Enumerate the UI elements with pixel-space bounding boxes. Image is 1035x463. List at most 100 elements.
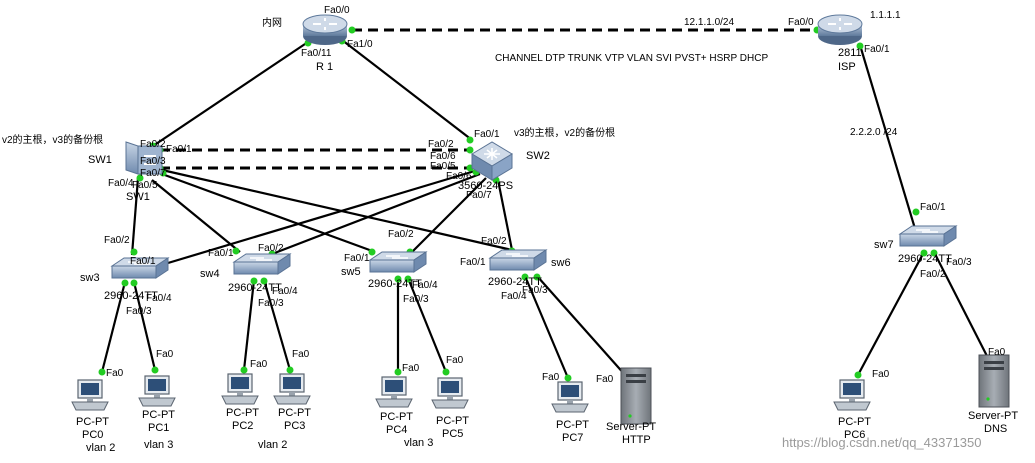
pc-icon	[551, 381, 589, 413]
vlan-label-pc1: vlan 3	[144, 439, 173, 451]
port-label: Fa0/0	[324, 5, 350, 16]
port-status-dot	[130, 279, 138, 287]
switch-sw6[interactable]	[488, 249, 548, 271]
switch-icon	[898, 225, 958, 247]
server-http[interactable]	[620, 367, 652, 425]
port-status-dot	[136, 174, 144, 182]
link-sw7-dns[interactable]	[933, 251, 989, 359]
port-label: Fa0/7	[140, 168, 166, 179]
port-status-dot	[240, 366, 248, 374]
switch-sw7[interactable]	[898, 225, 958, 247]
link-sw4-pc2[interactable]	[242, 279, 256, 371]
port-status-dot	[920, 249, 928, 257]
router-icon	[817, 14, 863, 45]
link-isp-sw7[interactable]	[858, 44, 918, 233]
pc0-name-label: PC0	[82, 429, 103, 441]
link-sw6-http[interactable]	[536, 275, 627, 377]
vlan-label-pc4-pc5: vlan 3	[404, 437, 433, 449]
link-sw1-sw5[interactable]	[161, 172, 376, 254]
link-sw2-sw6[interactable]	[496, 179, 514, 251]
link-r1-sw1[interactable]	[149, 41, 309, 149]
pc-pc2[interactable]	[221, 373, 259, 405]
port-status-dot	[394, 275, 402, 283]
port-label: Fa0/2	[428, 139, 454, 150]
switch-sw3[interactable]	[110, 257, 170, 279]
port-status-dot	[466, 146, 474, 154]
router-icon	[302, 14, 348, 45]
router-isp[interactable]	[817, 14, 863, 45]
switch-sw3-label: sw3	[80, 272, 100, 284]
switch-sw3-model-label: 2960-24TT	[104, 290, 158, 302]
link-sw5-pc5[interactable]	[406, 277, 448, 373]
switch-sw7-model-label: 2960-24TT	[898, 253, 952, 265]
port-label: Fa0/4	[272, 286, 298, 297]
switch-icon	[110, 257, 170, 279]
port-status-dot	[260, 277, 268, 285]
inner-network-label: 内网	[262, 16, 282, 29]
pc-pc6[interactable]	[833, 379, 871, 411]
link-sw3-pc1[interactable]	[132, 281, 157, 371]
router-r1-label: R 1	[316, 61, 333, 73]
server-dns-name-label: DNS	[984, 423, 1007, 435]
port-label: Fa0/6	[446, 171, 472, 182]
port-label: Fa0/4	[146, 293, 172, 304]
port-status-dot	[930, 249, 938, 257]
port-label: Fa0/1	[208, 248, 234, 259]
links	[100, 28, 989, 379]
switch-sw5[interactable]	[368, 251, 428, 273]
switch-sw2-label: SW2	[526, 150, 550, 162]
switch-sw7-label: sw7	[874, 239, 894, 251]
multilayer-switch-icon	[471, 141, 513, 181]
server-dns-type-label: Server-PT	[968, 410, 1018, 422]
link-sw1-sw4[interactable]	[151, 179, 241, 253]
port-status-dot	[521, 273, 529, 281]
port-label: Fa0/3	[140, 156, 166, 167]
router-r1[interactable]	[302, 14, 348, 45]
link-sw7-pc6[interactable]	[857, 251, 925, 376]
lan-network-label: 2.2.2.0 /24	[850, 127, 898, 138]
notes: 内网 1.1.1.1 12.1.1.0/24 2.2.2.0 /24 CHANN…	[2, 10, 982, 450]
pc-icon	[71, 379, 109, 411]
link-r1-sw2[interactable]	[341, 39, 473, 141]
pc4-type-label: PC-PT	[380, 411, 413, 423]
port-label: Fa0/3	[403, 294, 429, 305]
server-dns[interactable]	[978, 354, 1010, 408]
pc6-name-label: PC6	[844, 429, 865, 441]
pc-pc5[interactable]	[431, 377, 469, 409]
switch-sw4[interactable]	[232, 253, 292, 275]
port-label: Fa0/1	[130, 256, 156, 267]
link-sw1-sw6[interactable]	[161, 168, 513, 252]
pc3-type-label: PC-PT	[278, 407, 311, 419]
pc-pc1[interactable]	[138, 375, 176, 407]
port-status-dot	[564, 374, 572, 382]
port-status-dot	[348, 26, 356, 34]
link-sw4-pc3[interactable]	[262, 279, 292, 371]
port-label: Fa0/3	[258, 298, 284, 309]
server-http-name-label: HTTP	[622, 434, 651, 446]
link-sw1-sw3[interactable]	[130, 177, 140, 256]
pc-pc7[interactable]	[551, 381, 589, 413]
pc-icon	[273, 373, 311, 405]
port-label: Fa0/1	[920, 202, 946, 213]
port-label: Fa0/1	[166, 144, 192, 155]
wan-network-label: 12.1.1.0/24	[684, 17, 734, 28]
switch-sw1[interactable]	[125, 141, 163, 175]
pc-pc3[interactable]	[273, 373, 311, 405]
port-status-dot	[404, 275, 412, 283]
pc-icon	[375, 376, 413, 408]
pc-pc4[interactable]	[375, 376, 413, 408]
link-sw2-sw5[interactable]	[411, 177, 487, 253]
link-sw6-pc7[interactable]	[523, 275, 570, 379]
pc1-name-label: PC1	[148, 422, 169, 434]
port-label: Fa0/3	[946, 257, 972, 268]
link-sw3-pc0[interactable]	[100, 281, 127, 373]
pc2-name-label: PC2	[232, 420, 253, 432]
port-status-dot	[98, 368, 106, 376]
switch-sw2[interactable]	[471, 141, 513, 181]
pc-icon	[431, 377, 469, 409]
pc-pc0[interactable]	[71, 379, 109, 411]
link-sw2-sw3[interactable]	[157, 168, 479, 268]
port-label: Fa0	[446, 355, 464, 366]
port-label: Fa0	[156, 349, 174, 360]
link-sw2-sw4[interactable]	[271, 172, 481, 256]
